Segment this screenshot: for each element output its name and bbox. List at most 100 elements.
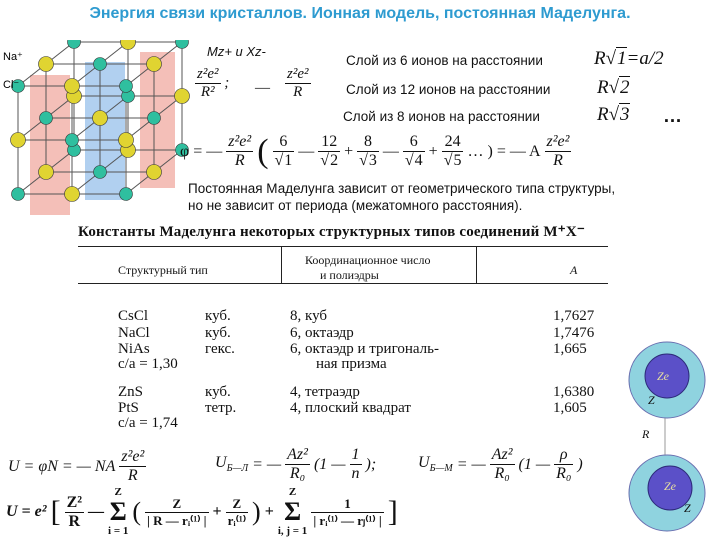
cl-ion-label: Cl⁻ — [3, 79, 19, 91]
cl-ion — [10, 132, 26, 148]
ellipsis: … — [663, 106, 682, 127]
coulomb-num: z²e² — [197, 66, 219, 82]
cl-ion — [120, 40, 136, 50]
table-row-a: 1,6380 — [553, 384, 595, 400]
cl-ion — [118, 132, 134, 148]
cl-ion — [174, 88, 190, 104]
na-ion-label: Na⁺ — [3, 51, 23, 63]
coulomb-energy-num: z²e² — [287, 66, 309, 82]
layer-12-expr: R√2 — [597, 76, 630, 98]
cl-ion — [146, 164, 162, 180]
coulomb-energy-den: R — [285, 83, 311, 101]
phi-term-4: —6√4 — [382, 133, 425, 169]
table-row-a: 1,7476 — [553, 325, 595, 341]
statement-line-1: Постоянная Маделунга зависит от геометри… — [188, 181, 616, 196]
table-row-formula: PtS — [118, 400, 139, 416]
layer-8-expr: R√3 — [597, 103, 630, 125]
z-label-top: Z — [648, 393, 655, 407]
coulomb-den: R² — [195, 83, 221, 101]
table-row-formula: CsCl — [118, 308, 149, 324]
table-row-formula: ZnS — [118, 384, 144, 400]
madelung-statement: Постоянная Маделунга зависит от геометри… — [188, 180, 615, 214]
cl-ion — [38, 56, 54, 72]
header-coord-2: и полиэдры — [320, 268, 379, 282]
na-ion — [67, 40, 81, 49]
ions-formula: Mz+ и Xz- — [207, 44, 266, 59]
phi-term-1: 6√1 — [272, 133, 295, 169]
na-ion — [39, 111, 53, 125]
na-ion — [11, 79, 25, 93]
table-row-a: 1,605 — [553, 400, 587, 416]
dash: — — [255, 80, 270, 96]
table-header-rule — [78, 283, 608, 284]
table-row-coord: ная призма — [316, 356, 387, 372]
na-ion — [147, 111, 161, 125]
lattice-planes — [30, 52, 175, 215]
table-title: Константы Маделунга некоторых структурны… — [78, 224, 585, 240]
table-row-coord: 6, октаэдр — [290, 325, 354, 341]
table-row-formula: c/a = 1,74 — [118, 415, 178, 431]
na-ion — [65, 133, 79, 147]
header-type: Структурный тип — [118, 263, 208, 277]
nacl-lattice-diagram: Na⁺ Cl⁻ — [3, 40, 190, 215]
table-row-formula: c/a = 1,30 — [118, 356, 178, 372]
na-ion — [175, 40, 189, 49]
na-ion — [119, 187, 133, 201]
ion-core-top — [644, 353, 690, 399]
ion-core-bottom — [647, 465, 693, 511]
cl-ion — [64, 78, 80, 94]
header-a: A — [570, 263, 578, 277]
table-row-system: гекс. — [205, 341, 235, 357]
table-row-formula: NiAs — [118, 341, 150, 357]
table-col-divider-2 — [476, 247, 477, 283]
cl-ion — [92, 110, 108, 126]
header-coord-1: Координационное число — [305, 253, 431, 267]
page-title: Энергия связи кристаллов. Ионная модель,… — [89, 5, 631, 22]
layer-8-text: Слой из 8 ионов на расстоянии — [343, 109, 540, 124]
layer-6-text: Слой из 6 ионов на расстоянии — [346, 53, 543, 68]
table-row-a: 1,665 — [553, 341, 587, 357]
na-ion — [175, 143, 189, 157]
red-plane — [30, 75, 70, 215]
na-ion — [119, 79, 133, 93]
table-row-coord: 8, куб — [290, 308, 328, 324]
ion-pair-diagram: Ze Z R Ze Z — [628, 341, 706, 532]
table-row-system: куб. — [205, 325, 231, 341]
table-row-formula: NaCl — [118, 325, 150, 341]
cl-ion — [64, 186, 80, 202]
semicolon: ; — [224, 74, 230, 91]
na-ion — [93, 57, 107, 71]
table-row-coord: 4, плоский квадрат — [290, 400, 411, 416]
cl-ion — [38, 164, 54, 180]
cl-ion — [146, 56, 162, 72]
ze-label-bottom: Ze — [664, 479, 677, 493]
table-top-rule — [78, 246, 608, 247]
table-col-divider-1 — [281, 247, 282, 283]
phi-term-5: +24√5 — [428, 133, 464, 169]
table-row-coord: 4, тетраэдр — [290, 384, 360, 400]
r-distance-label: R — [641, 427, 650, 441]
table-row-a: 1,7627 — [553, 308, 595, 324]
phi-term-2: —12√2 — [298, 133, 341, 169]
layer-12-text: Слой из 12 ионов на расстоянии — [346, 82, 551, 97]
table-row-system: куб. — [205, 308, 231, 324]
layer-6-expr: R√1=a/2 — [594, 47, 664, 69]
phi-tail: … ) = — A — [467, 142, 541, 160]
lattice-atoms — [10, 40, 190, 202]
ze-label-top: Ze — [657, 369, 670, 383]
na-ion — [93, 165, 107, 179]
table-row-system: тетр. — [205, 400, 237, 416]
na-ion — [11, 187, 25, 201]
phi-term-3: +8√3 — [344, 133, 379, 169]
phi-lhs: φ = — — [180, 142, 223, 160]
statement-line-2: но не зависит от периода (межатомного ра… — [188, 198, 523, 213]
z-label-bottom: Z — [684, 501, 691, 515]
table-row-system: куб. — [205, 384, 231, 400]
